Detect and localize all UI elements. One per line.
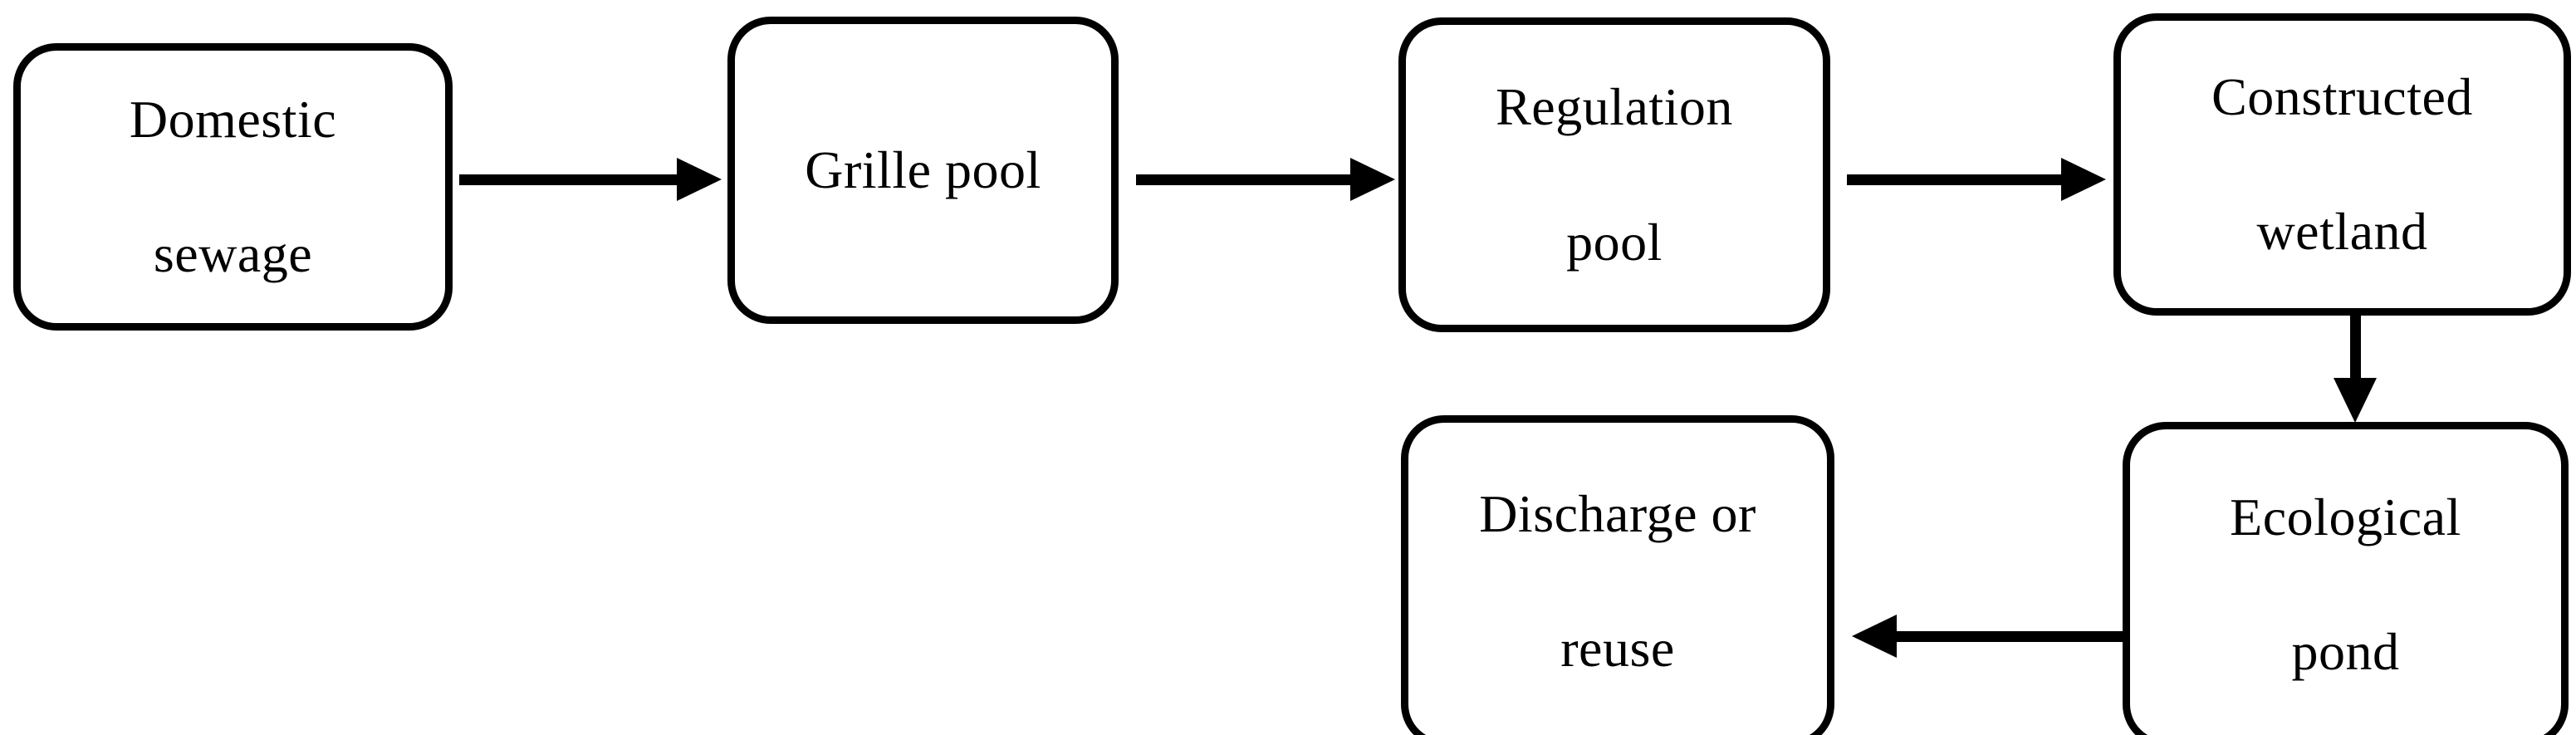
node-label-line: Domestic [129, 89, 337, 149]
node-ecological-pond[interactable]: Ecological pond [2123, 422, 2569, 735]
node-label-line: Regulation [1496, 77, 1733, 137]
arrowhead-right-icon [1350, 158, 1395, 201]
arrow-shaft [1136, 174, 1350, 185]
node-regulation-pool[interactable]: Regulation pool [1398, 17, 1830, 332]
node-label-line: wetland [2256, 202, 2428, 261]
arrowhead-down-icon [2334, 378, 2377, 423]
node-label-line: Constructed [2211, 66, 2473, 126]
node-label-line: pool [1566, 212, 1663, 272]
node-label-line: reuse [1560, 619, 1675, 678]
node-grille-pool[interactable]: Grille pool [727, 17, 1119, 324]
node-discharge-or-reuse[interactable]: Discharge or reuse [1401, 415, 1834, 735]
arrow-shaft [459, 174, 677, 185]
node-label-line: Grille pool [805, 140, 1041, 199]
arrow-shaft [1897, 631, 2126, 642]
node-label-line: Discharge or [1479, 483, 1756, 543]
arrowhead-right-icon [2061, 158, 2106, 201]
node-label-line: pond [2291, 622, 2400, 681]
node-label-line: sewage [153, 224, 313, 283]
node-domestic-sewage[interactable]: Domestic sewage [13, 43, 453, 331]
arrow-shaft [1847, 174, 2061, 185]
arrowhead-right-icon [677, 158, 722, 201]
arrowhead-left-icon [1852, 615, 1897, 658]
arrow-shaft [2350, 316, 2361, 380]
node-label-line: Ecological [2230, 487, 2461, 546]
node-constructed-wetland[interactable]: Constructed wetland [2113, 13, 2571, 316]
